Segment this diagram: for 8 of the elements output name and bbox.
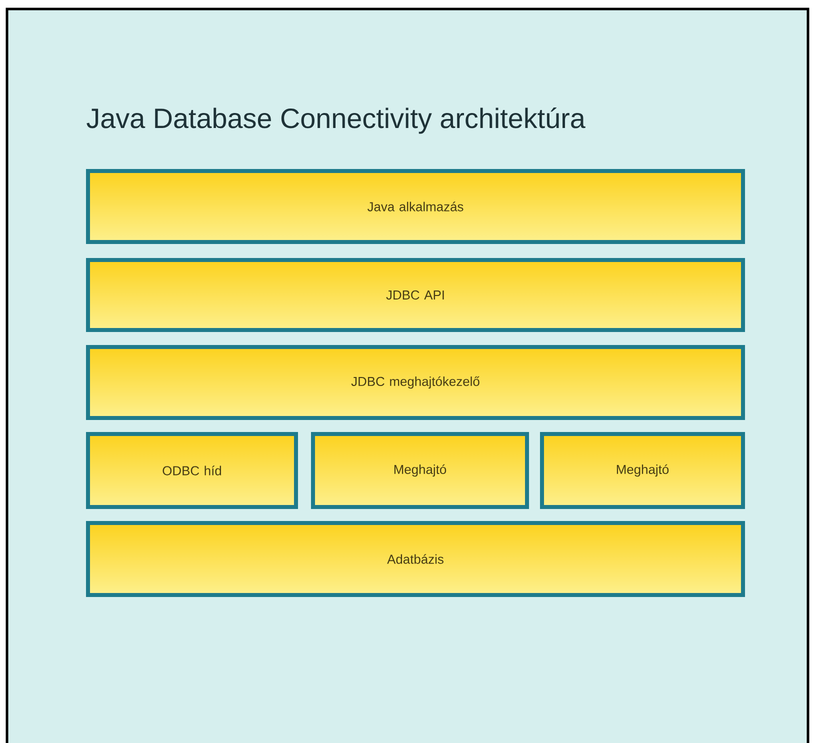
layer-box: ODBC híd: [86, 432, 298, 509]
layer-box: JDBC meghajtókezelő: [86, 345, 745, 420]
layer-box: Java alkalmazás: [86, 169, 745, 244]
layer-box: Meghajtó: [311, 432, 529, 509]
layer-box: Meghajtó: [540, 432, 745, 509]
layer-box: JDBC API: [86, 258, 745, 332]
title: Java Database Connectivity architektúra: [86, 107, 586, 134]
layer-box: Adatbázis: [86, 521, 745, 597]
